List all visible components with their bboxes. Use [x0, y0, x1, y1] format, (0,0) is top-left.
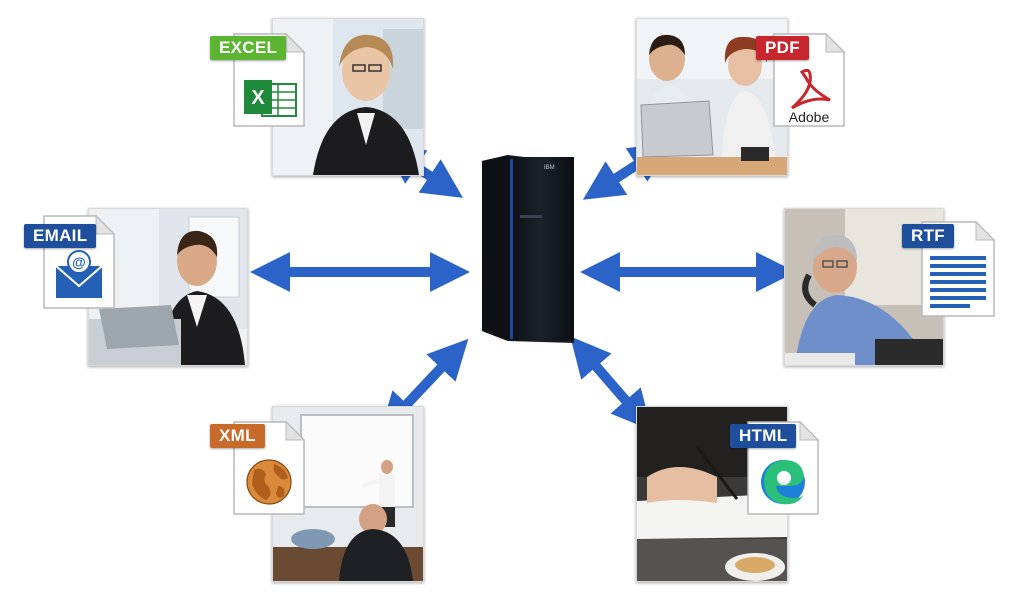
- arrow-html: [570, 336, 652, 431]
- excel-document-icon: X: [233, 32, 306, 127]
- edge-icon: [761, 460, 805, 505]
- excel-icon: X: [244, 80, 297, 117]
- tag-rtf: RTF: [902, 224, 954, 248]
- text-lines-icon: [930, 256, 986, 308]
- globe-icon: [246, 459, 292, 505]
- tag-pdf: PDF: [756, 36, 809, 60]
- svg-text:X: X: [251, 87, 265, 109]
- tag-xml: XML: [210, 424, 265, 448]
- tag-excel: EXCEL: [210, 36, 287, 60]
- email-icon: @: [55, 250, 103, 298]
- html-document-icon: [747, 420, 820, 515]
- svg-text:@: @: [72, 254, 86, 270]
- mainframe-server: IBM: [482, 155, 574, 343]
- pdf-doc-text: Adobe: [789, 109, 830, 125]
- server-brand-label: IBM: [544, 165, 555, 171]
- photo-email-user: [88, 208, 248, 366]
- adobe-icon: [791, 68, 831, 110]
- tag-email: EMAIL: [24, 224, 97, 248]
- tag-html: HTML: [730, 424, 797, 448]
